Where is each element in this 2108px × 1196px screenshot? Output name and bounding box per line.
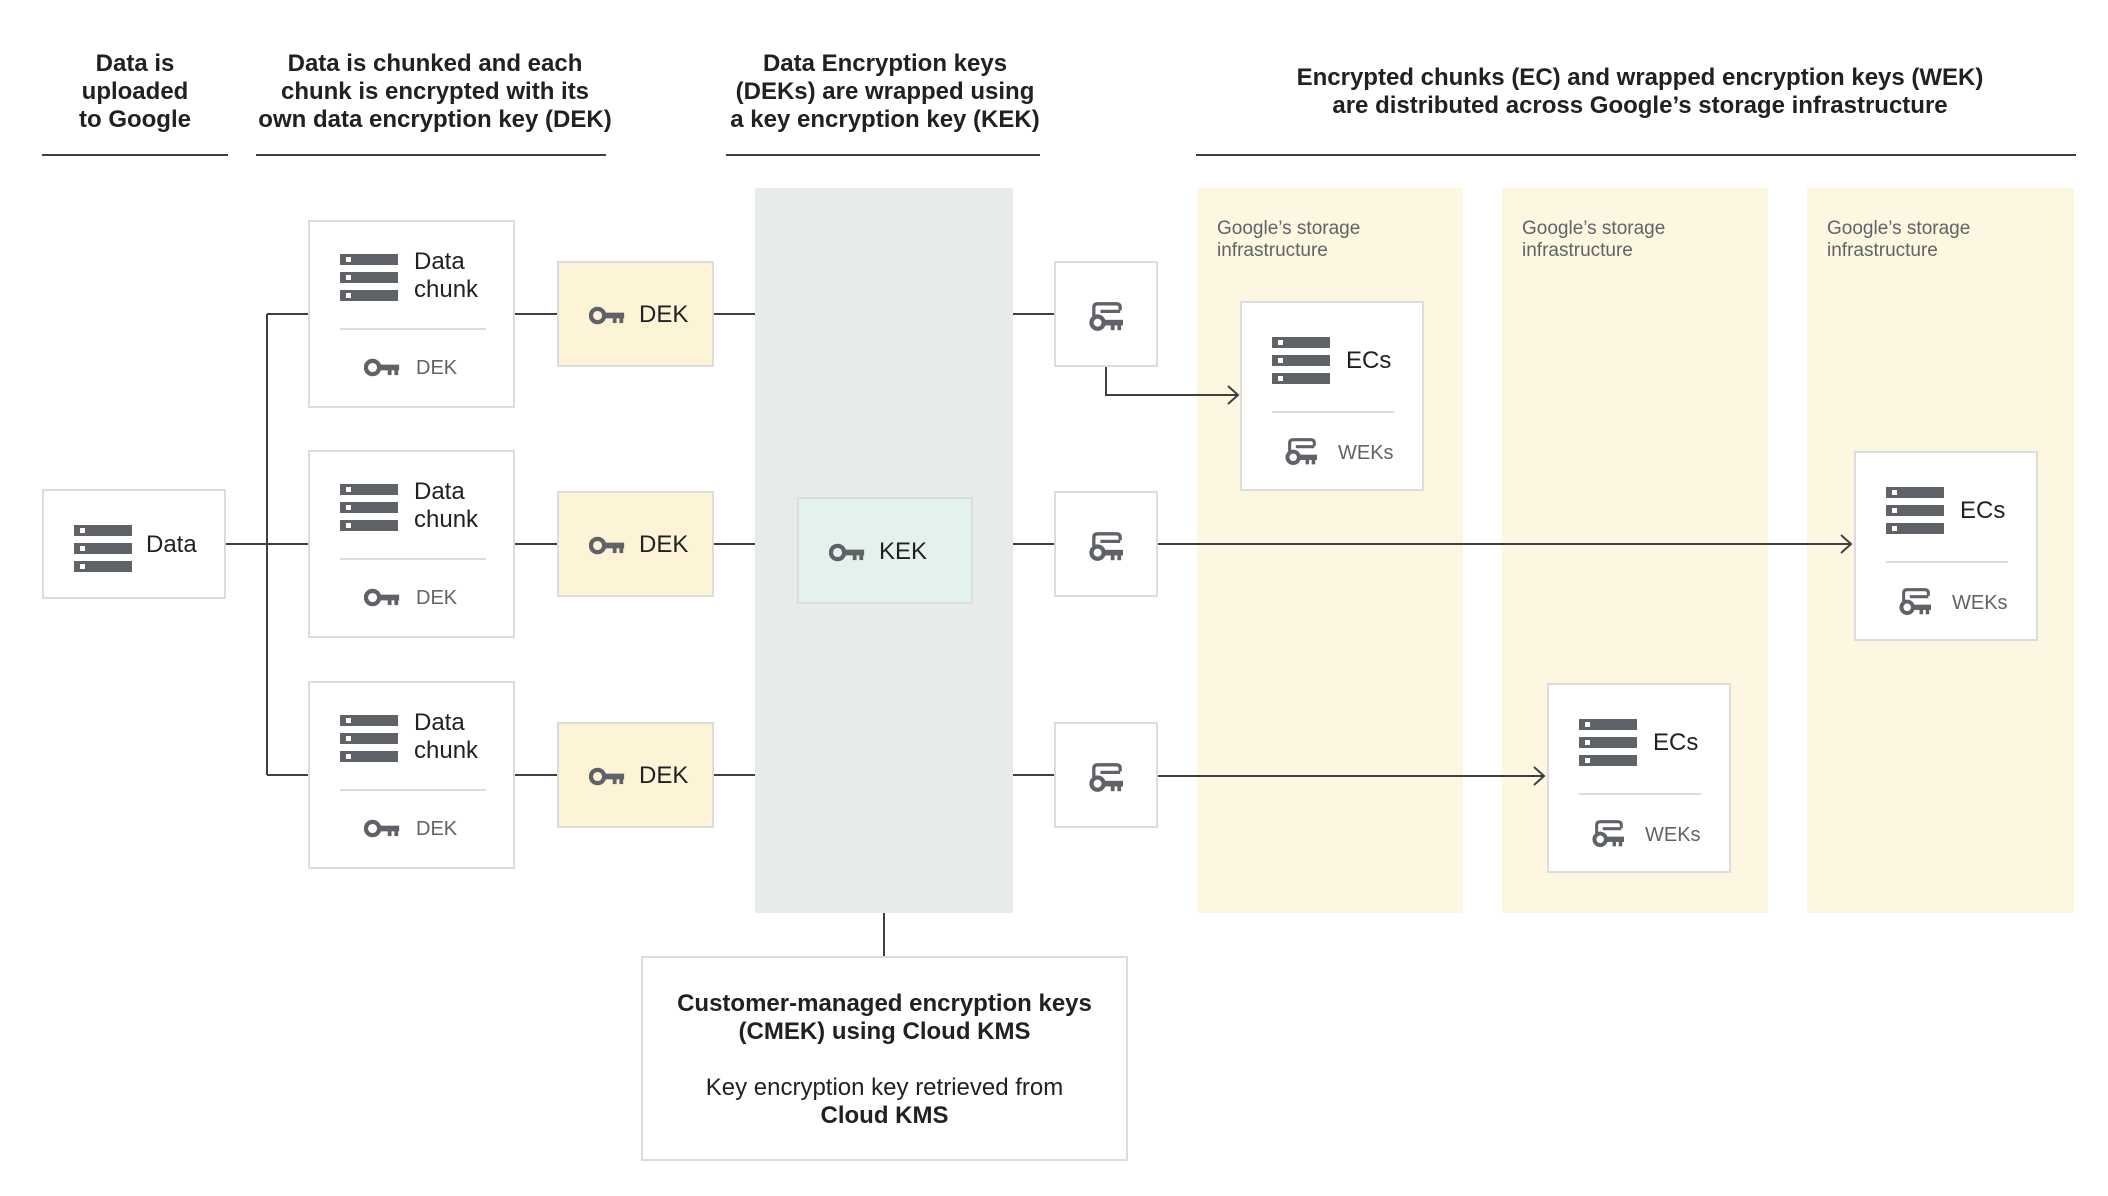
key-icon (829, 543, 867, 562)
key-icon (364, 358, 402, 377)
dek-box-2: DEK (557, 491, 714, 597)
header-distributed: Encrypted chunks (EC) and wrapped encryp… (1296, 64, 1984, 119)
divider (1886, 561, 2008, 563)
wek-label: WEKs (1645, 824, 1701, 846)
data-label: Data (146, 531, 197, 558)
data-chunk-2: Data chunk DEK (308, 450, 515, 638)
key-icon (364, 588, 402, 607)
storage-stack-icon (1886, 487, 1944, 535)
wrapped-key-icon (1088, 301, 1126, 333)
cmek-desc: Key encryption key retrieved from (705, 1074, 1064, 1101)
header-wrapped-rule (726, 154, 1040, 156)
header-wrapped: Data Encryption keys (DEKs) are wrapped … (730, 50, 1040, 133)
key-icon (589, 536, 627, 555)
kek-label: KEK (879, 538, 928, 565)
ec-label: ECs (1960, 497, 2006, 524)
header-distributed-rule (1196, 154, 2076, 156)
header-chunked-rule (256, 154, 606, 156)
ec-box-2: ECs WEKs (1547, 683, 1731, 873)
data-chunk-label: Data chunk (414, 478, 479, 533)
divider (1579, 793, 1701, 795)
wek-label: WEKs (1952, 592, 2008, 614)
dek-label: DEK (639, 301, 689, 328)
wrapped-key-icon (1591, 819, 1627, 849)
key-icon (589, 306, 627, 325)
data-chunk-label: Data chunk (414, 248, 479, 303)
storage-stack-icon (340, 715, 398, 763)
chunk-key-label: DEK (416, 357, 458, 379)
divider (340, 558, 486, 560)
divider (340, 328, 486, 330)
dek-label: DEK (639, 762, 689, 789)
ec-label: ECs (1653, 729, 1699, 756)
header-upload: Data is uploaded to Google (79, 50, 191, 133)
wrapped-key-icon (1088, 762, 1126, 794)
storage-stack-icon (340, 484, 398, 532)
storage-stack-icon (1579, 719, 1637, 767)
storage-panel-label: Google’s storage infrastructure (1522, 218, 1666, 261)
storage-panel-label: Google’s storage infrastructure (1217, 218, 1361, 261)
storage-stack-icon (340, 254, 398, 302)
key-icon (589, 767, 627, 786)
dek-box-3: DEK (557, 722, 714, 828)
wrapped-key-box-1 (1054, 261, 1158, 367)
cmek-title: Customer-managed encryption keys (CMEK) … (677, 990, 1092, 1045)
ec-box-3: ECs WEKs (1854, 451, 2038, 641)
cmek-desc-bold: Cloud KMS (820, 1102, 949, 1129)
wrapped-key-box-3 (1054, 722, 1158, 828)
data-chunk-1: Data chunk DEK (308, 220, 515, 408)
chunk-key-label: DEK (416, 587, 458, 609)
wek-label: WEKs (1338, 442, 1394, 464)
data-chunk-3: Data chunk DEK (308, 681, 515, 869)
storage-stack-icon (74, 525, 132, 573)
kek-box: KEK (797, 497, 973, 604)
dek-label: DEK (639, 531, 689, 558)
storage-panel-label: Google’s storage infrastructure (1827, 218, 1971, 261)
wrapped-key-icon (1088, 531, 1126, 563)
header-upload-rule (42, 154, 228, 156)
header-chunked: Data is chunked and each chunk is encryp… (258, 50, 612, 133)
divider (1272, 411, 1394, 413)
storage-stack-icon (1272, 337, 1330, 385)
cmek-box: Customer-managed encryption keys (CMEK) … (641, 956, 1128, 1161)
data-chunk-label: Data chunk (414, 709, 479, 764)
ec-label: ECs (1346, 347, 1392, 374)
chunk-key-label: DEK (416, 818, 458, 840)
key-icon (364, 819, 402, 838)
wrapped-key-icon (1898, 587, 1934, 617)
ec-box-1: ECs WEKs (1240, 301, 1424, 491)
dek-box-1: DEK (557, 261, 714, 367)
divider (340, 789, 486, 791)
data-node: Data (42, 489, 226, 599)
wrapped-key-box-2 (1054, 491, 1158, 597)
wrapped-key-icon (1284, 437, 1320, 467)
